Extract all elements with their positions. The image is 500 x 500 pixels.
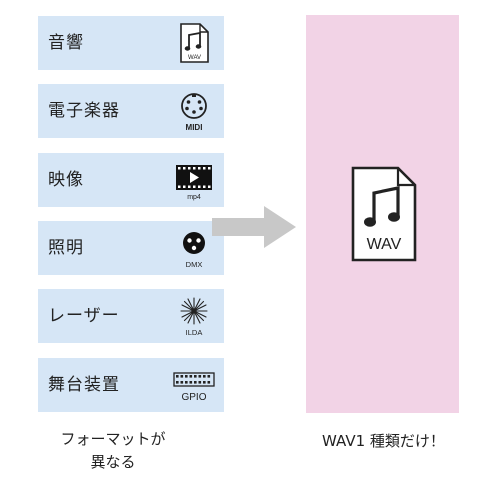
format-item-video: 映像 mp4 — [38, 153, 224, 207]
gpio-header-icon: GPIO — [172, 363, 216, 407]
icon-text: mp4 — [187, 194, 201, 201]
wav-file-icon: WAV — [172, 21, 216, 65]
format-item-lighting: 照明 DMX — [38, 221, 224, 275]
laser-burst-icon: ILDA — [172, 294, 216, 338]
format-label: 音響 — [48, 33, 84, 53]
format-label: 映像 — [48, 170, 84, 190]
icon-text: GPIO — [181, 392, 206, 403]
midi-connector-icon: MIDI — [172, 89, 216, 133]
format-item-stage: 舞台装置 GPIO — [38, 358, 224, 412]
left-caption: フォーマットが 異なる — [38, 428, 188, 474]
icon-text: WAV — [367, 236, 402, 253]
icon-text: MIDI — [186, 123, 203, 132]
format-item-instrument: 電子楽器 MIDI — [38, 84, 224, 138]
format-item-audio: 音響 WAV — [38, 16, 224, 70]
dmx-connector-icon: DMX — [172, 226, 216, 270]
wav-file-icon: WAV — [351, 166, 417, 262]
right-caption: WAV1 種類だけ！ — [322, 432, 445, 450]
format-item-laser: レーザー ILDA — [38, 289, 224, 343]
result-panel: WAV — [306, 15, 459, 413]
icon-text: ILDA — [186, 328, 203, 337]
left-caption-line2: 異なる — [90, 453, 136, 471]
icon-text: DMX — [186, 260, 203, 269]
format-label: レーザー — [48, 306, 120, 326]
right-arrow-icon — [212, 206, 296, 248]
icon-text: WAV — [188, 55, 201, 61]
format-label: 舞台装置 — [48, 375, 120, 395]
format-label: 照明 — [48, 238, 84, 258]
film-play-icon: mp4 — [172, 158, 216, 202]
left-caption-line1: フォーマットが — [60, 430, 166, 448]
format-label: 電子楽器 — [48, 101, 120, 121]
